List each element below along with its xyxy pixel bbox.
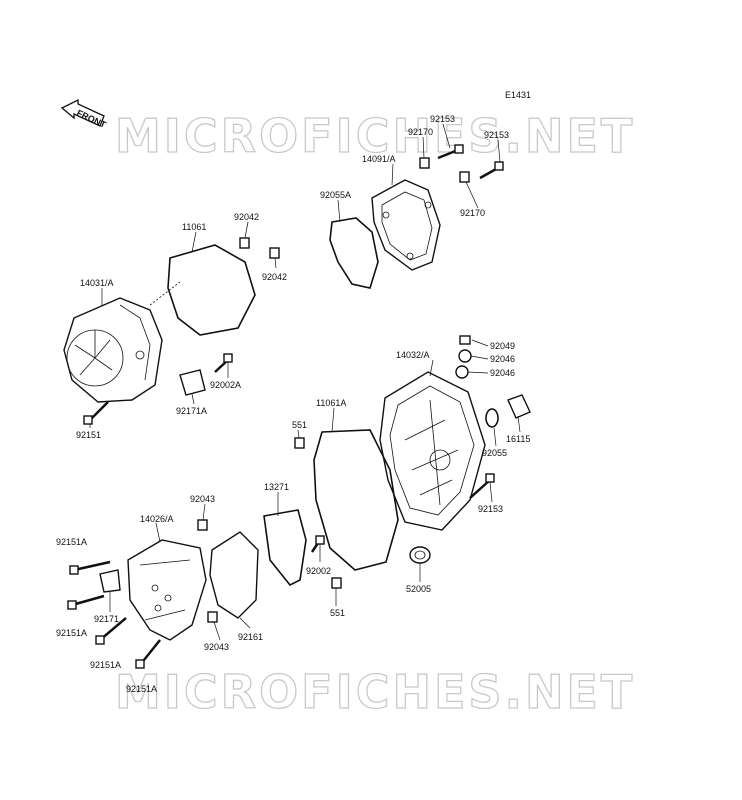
dowel-92042-a: [239, 237, 250, 249]
clutch-cover-14032a: [379, 371, 486, 531]
label-92171a: 92171A: [176, 406, 207, 416]
label-92151a-2: 92151A: [56, 628, 87, 638]
cover-14026a: [127, 539, 207, 641]
label-92002a: 92002A: [210, 380, 241, 390]
label-92046-b: 92046: [490, 368, 515, 378]
plug-16115: [507, 394, 531, 419]
dowel-92043-a: [197, 519, 208, 531]
dowel-551-a: [294, 437, 305, 449]
label-11061a: 11061A: [316, 398, 346, 408]
bolt-92002: [310, 535, 325, 553]
label-92046-a: 92046: [490, 354, 515, 364]
gasket-92055a: [329, 217, 379, 289]
dowel-92042-b: [269, 247, 280, 259]
front-arrow-icon: FRONT: [60, 98, 108, 130]
label-92043-a: 92043: [190, 494, 215, 504]
dowel-551-b: [331, 577, 342, 589]
label-92042-b: 92042: [262, 272, 287, 282]
cap-92049: [459, 335, 471, 345]
label-92151a-4: 92151A: [126, 684, 157, 694]
gasket-13271: [263, 509, 307, 587]
bolt-92002a: [214, 353, 233, 373]
label-14032a: 14032/A: [396, 350, 430, 360]
label-92161: 92161: [238, 632, 263, 642]
label-92170-a: 92170: [408, 127, 433, 137]
label-92055a: 92055A: [320, 190, 351, 200]
bolt-92151a-4: [135, 639, 161, 669]
gasket-11061a: [313, 429, 399, 571]
label-14031a: 14031/A: [80, 278, 114, 288]
bolt-92151a-1: [69, 560, 111, 575]
gasket-11061: [167, 244, 256, 336]
label-52005: 52005: [406, 584, 431, 594]
label-16115: 16115: [506, 434, 530, 444]
label-13271: 13271: [264, 482, 289, 492]
label-92153-a: 92153: [430, 114, 455, 124]
generator-cover-14031a: [63, 297, 163, 403]
washer-92046-b: [455, 365, 469, 379]
label-551-b: 551: [330, 608, 345, 618]
watermark-bottom: MICROFICHES.NET: [115, 665, 635, 719]
label-92153-b: 92153: [484, 130, 509, 140]
label-92170-b: 92170: [460, 208, 485, 218]
cover-92161: [209, 531, 259, 619]
label-14091a: 14091/A: [362, 154, 396, 164]
label-92043-b: 92043: [204, 642, 229, 652]
clamp-92171: [99, 569, 121, 593]
bolt-92151a-3: [95, 617, 127, 645]
label-92049: 92049: [490, 341, 515, 351]
watermark-top: MICROFICHES.NET: [115, 109, 635, 163]
collar-92170-a: [419, 157, 430, 169]
label-92002: 92002: [306, 566, 331, 576]
diagram-code: E1431: [505, 90, 531, 100]
bolt-92153-b: [479, 161, 504, 180]
bolt-92153-a: [437, 144, 464, 160]
label-14026a: 14026/A: [140, 514, 174, 524]
label-92151: 92151: [76, 430, 101, 440]
seal-52005: [409, 546, 431, 564]
bolt-92151a-2: [67, 594, 105, 610]
oring-92055: [485, 408, 499, 428]
label-92055: 92055: [482, 448, 507, 458]
label-92042-a: 92042: [234, 212, 259, 222]
dowel-92043-b: [207, 611, 218, 623]
leader-lines: [89, 123, 521, 641]
clamp-92171a: [179, 369, 206, 396]
collar-92170-b: [459, 171, 470, 183]
label-92153-c: 92153: [478, 504, 503, 514]
label-551-a: 551: [292, 420, 307, 430]
label-92151a-1: 92151A: [56, 537, 87, 547]
bolt-92151: [83, 401, 109, 425]
label-11061: 11061: [182, 222, 206, 232]
washer-92046-a: [458, 349, 472, 363]
cover-14091a: [371, 179, 441, 271]
label-92151a-3: 92151A: [90, 660, 121, 670]
label-92171: 92171: [94, 614, 119, 624]
